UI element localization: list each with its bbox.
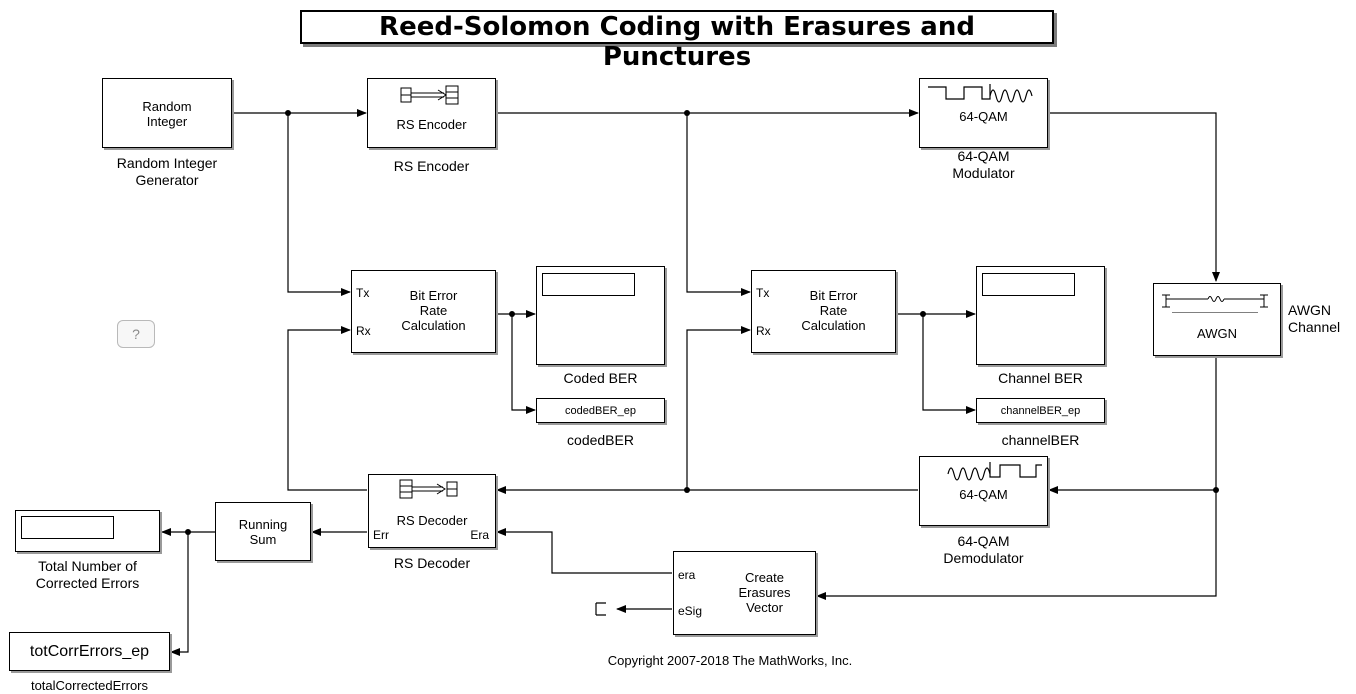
rs-decoder-block[interactable]: RS Decoder Err Era [368,474,496,548]
rs-encoder-caption: RS Encoder [393,158,470,174]
channel-ber-display-block[interactable] [976,266,1105,365]
esig-out-port-label: eSig [678,604,703,618]
tx-port-label: Tx [356,286,370,300]
model-title: Reed-Solomon Coding with Erasures and Pu… [300,10,1054,72]
decoder-icon [399,479,458,499]
random-integer-label: Random Integer [142,99,192,129]
awgn-channel-block[interactable]: AWGN [1153,283,1281,356]
ber-calc-coded-block[interactable]: Tx Rx Bit Error Rate Calculation [351,270,496,353]
display-readout [542,273,635,296]
rs-decoder-label: RS Decoder [396,513,468,528]
total-corrected-caption: Total Number of Corrected Errors [35,558,140,591]
terminator-icon [594,601,608,617]
coded-ber-caption: Coded BER [563,370,638,386]
coded-ber-workspace-label: codedBER_ep [565,405,636,417]
total-corrected-workspace-label: totCorrErrors_ep [29,643,150,660]
qam-demodulator-block[interactable]: 64-QAM [919,456,1048,526]
help-button[interactable]: ? [117,320,155,348]
era-port-label: Era [470,528,489,542]
tx-port-label: Tx [756,286,770,300]
encoder-icon [400,85,459,105]
channel-ber-workspace-block[interactable]: channelBER_ep [976,398,1105,423]
total-corrected-display-block[interactable] [15,510,160,552]
coded-ber-workspace-caption: codedBER [567,432,634,448]
rx-port-label: Rx [756,324,771,338]
err-port-label: Err [373,528,389,542]
create-erasures-block[interactable]: era eSig Create Erasures Vector [673,551,816,635]
copyright-text: Copyright 2007-2018 The MathWorks, Inc. [607,653,853,668]
coded-ber-workspace-block[interactable]: codedBER_ep [536,398,665,423]
display-readout [982,273,1075,296]
qam-demodulator-caption: 64-QAM Demodulator [943,533,1024,566]
create-erasures-label: Create Erasures Vector [738,570,791,615]
ber-calc-label: Bit Error Rate Calculation [401,288,466,333]
display-readout [21,516,114,539]
qam-demodulator-label: 64-QAM [959,487,1008,502]
qam-modulator-block[interactable]: 64-QAM [919,78,1048,148]
ber-calc-channel-block[interactable]: Tx Rx Bit Error Rate Calculation [751,270,896,353]
coded-ber-display-block[interactable] [536,266,665,365]
rs-encoder-label: RS Encoder [396,117,467,132]
rs-decoder-caption: RS Decoder [393,555,471,571]
demodulation-waveform-icon [947,462,1042,481]
running-sum-label: Running Sum [238,517,288,547]
channel-ber-workspace-caption: channelBER [1001,432,1080,448]
running-sum-block[interactable]: Running Sum [215,502,311,561]
qam-modulator-caption: 64-QAM Modulator [952,148,1015,181]
rs-encoder-block[interactable]: RS Encoder [367,78,496,148]
qam-modulator-label: 64-QAM [959,109,1008,124]
rx-port-label: Rx [356,324,371,338]
total-corrected-workspace-caption: totalCorrectedErrors [30,678,149,693]
awgn-label: AWGN [1197,326,1237,341]
era-out-port-label: era [678,568,696,582]
total-corrected-workspace-block[interactable]: totCorrErrors_ep [9,632,170,671]
channel-ber-caption: Channel BER [998,370,1083,386]
modulation-waveform-icon [928,84,1033,103]
awgn-caption: AWGN Channel [1288,302,1341,335]
random-integer-caption: Random Integer Generator [116,155,218,188]
ber-calc-label: Bit Error Rate Calculation [801,288,866,333]
awgn-noise-icon [1162,294,1268,313]
random-integer-block[interactable]: Random Integer [102,78,232,148]
channel-ber-workspace-label: channelBER_ep [1000,405,1081,417]
